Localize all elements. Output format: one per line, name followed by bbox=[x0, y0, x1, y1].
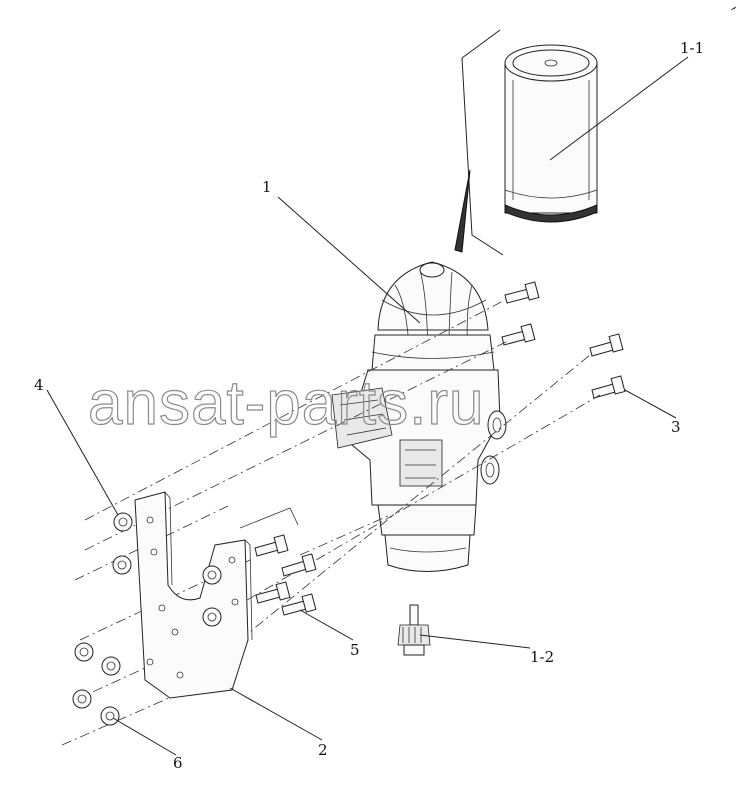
callout-4: 4 bbox=[34, 376, 44, 394]
callout-6: 6 bbox=[173, 754, 183, 772]
guide-line-side bbox=[461, 57, 504, 256]
mounting-bracket bbox=[134, 491, 253, 699]
callout-2: 2 bbox=[318, 741, 328, 759]
water-sensor bbox=[397, 604, 431, 656]
bolt-set-3 bbox=[501, 281, 626, 399]
callout-3: 3 bbox=[671, 418, 681, 436]
callout-1-2: 1-2 bbox=[530, 648, 554, 666]
separator-housing bbox=[331, 261, 507, 572]
guide-arrow bbox=[454, 169, 471, 253]
nut-set bbox=[72, 512, 222, 726]
callout-1: 1 bbox=[262, 178, 272, 196]
filter-element-cartridge bbox=[504, 44, 598, 223]
bolt-set-5 bbox=[239, 507, 317, 616]
watermark: ansat-parts.ru bbox=[88, 369, 485, 438]
callout-5: 5 bbox=[350, 641, 360, 659]
guide-line-top bbox=[461, 29, 501, 59]
corner-mark bbox=[730, 6, 737, 11]
callout-1-1: 1-1 bbox=[680, 39, 704, 57]
leader-lines bbox=[46, 56, 689, 756]
